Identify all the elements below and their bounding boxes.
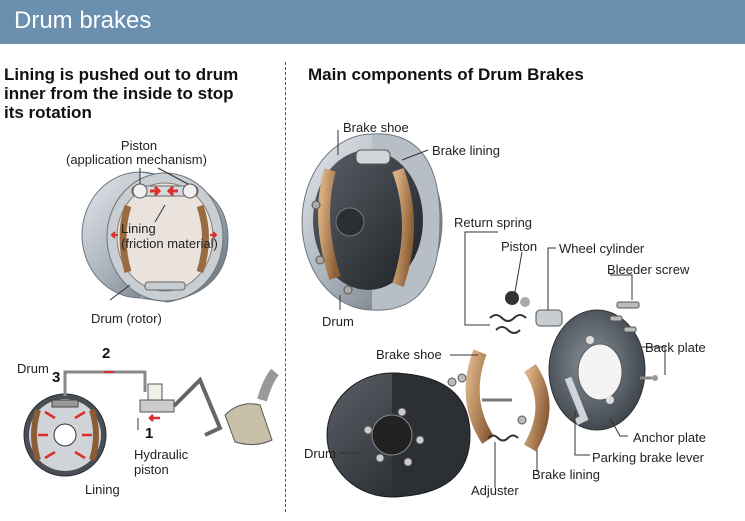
exploded-components <box>326 231 666 498</box>
header-banner: Drum brakes <box>0 0 745 44</box>
label-friction-material: (friction material) <box>121 236 218 251</box>
label-drum-top: Drum <box>322 314 354 329</box>
label-return-spring: Return spring <box>454 215 533 230</box>
step-2: 2 <box>102 345 111 362</box>
drum-ring-diagram <box>81 167 229 303</box>
section-divider <box>285 62 286 512</box>
label-piston: Piston <box>120 138 158 153</box>
label-hydraulic: Hydraulic <box>134 447 189 462</box>
label-brake-shoe-top: Brake shoe <box>343 120 409 135</box>
step-1: 1 <box>145 425 154 442</box>
label-brake-lining-bottom: Brake lining <box>532 467 600 482</box>
left-subtitle-line-2: inner from the inside to stop <box>4 84 234 103</box>
label-drum-left: Drum <box>17 361 49 376</box>
left-subtitle-line-3: its rotation <box>4 103 92 122</box>
label-bleeder-screw: Bleeder screw <box>607 262 690 277</box>
label-brake-lining-top: Brake lining <box>432 143 500 158</box>
label-parking-brake-lever: Parking brake lever <box>592 450 704 465</box>
hydraulic-system-diagram <box>23 368 279 477</box>
label-piston-lower: piston <box>134 462 169 477</box>
label-wheel-cylinder: Wheel cylinder <box>559 241 645 256</box>
label-piston-right: Piston <box>501 239 538 254</box>
assembled-drum-view <box>301 130 443 311</box>
label-anchor-plate: Anchor plate <box>633 430 706 445</box>
right-subtitle: Main components of Drum Brakes <box>308 65 584 84</box>
label-back-plate: Back plate <box>645 340 706 355</box>
page-title: Drum brakes <box>14 7 152 34</box>
left-subtitle-line-1: Lining is pushed out to drum <box>4 65 239 84</box>
label-drum-rotor: Drum (rotor) <box>91 311 162 326</box>
label-adjuster: Adjuster <box>471 483 519 498</box>
label-lining-lower: Lining <box>85 482 120 497</box>
label-lining: Lining <box>121 221 156 236</box>
step-3: 3 <box>52 369 61 386</box>
left-subtitle: Lining is pushed out to drum inner from … <box>4 65 238 122</box>
label-drum-bottom: Drum <box>304 446 336 461</box>
label-brake-shoe-mid: Brake shoe <box>376 347 442 362</box>
label-application-mechanism: (application mechanism) <box>66 152 207 167</box>
